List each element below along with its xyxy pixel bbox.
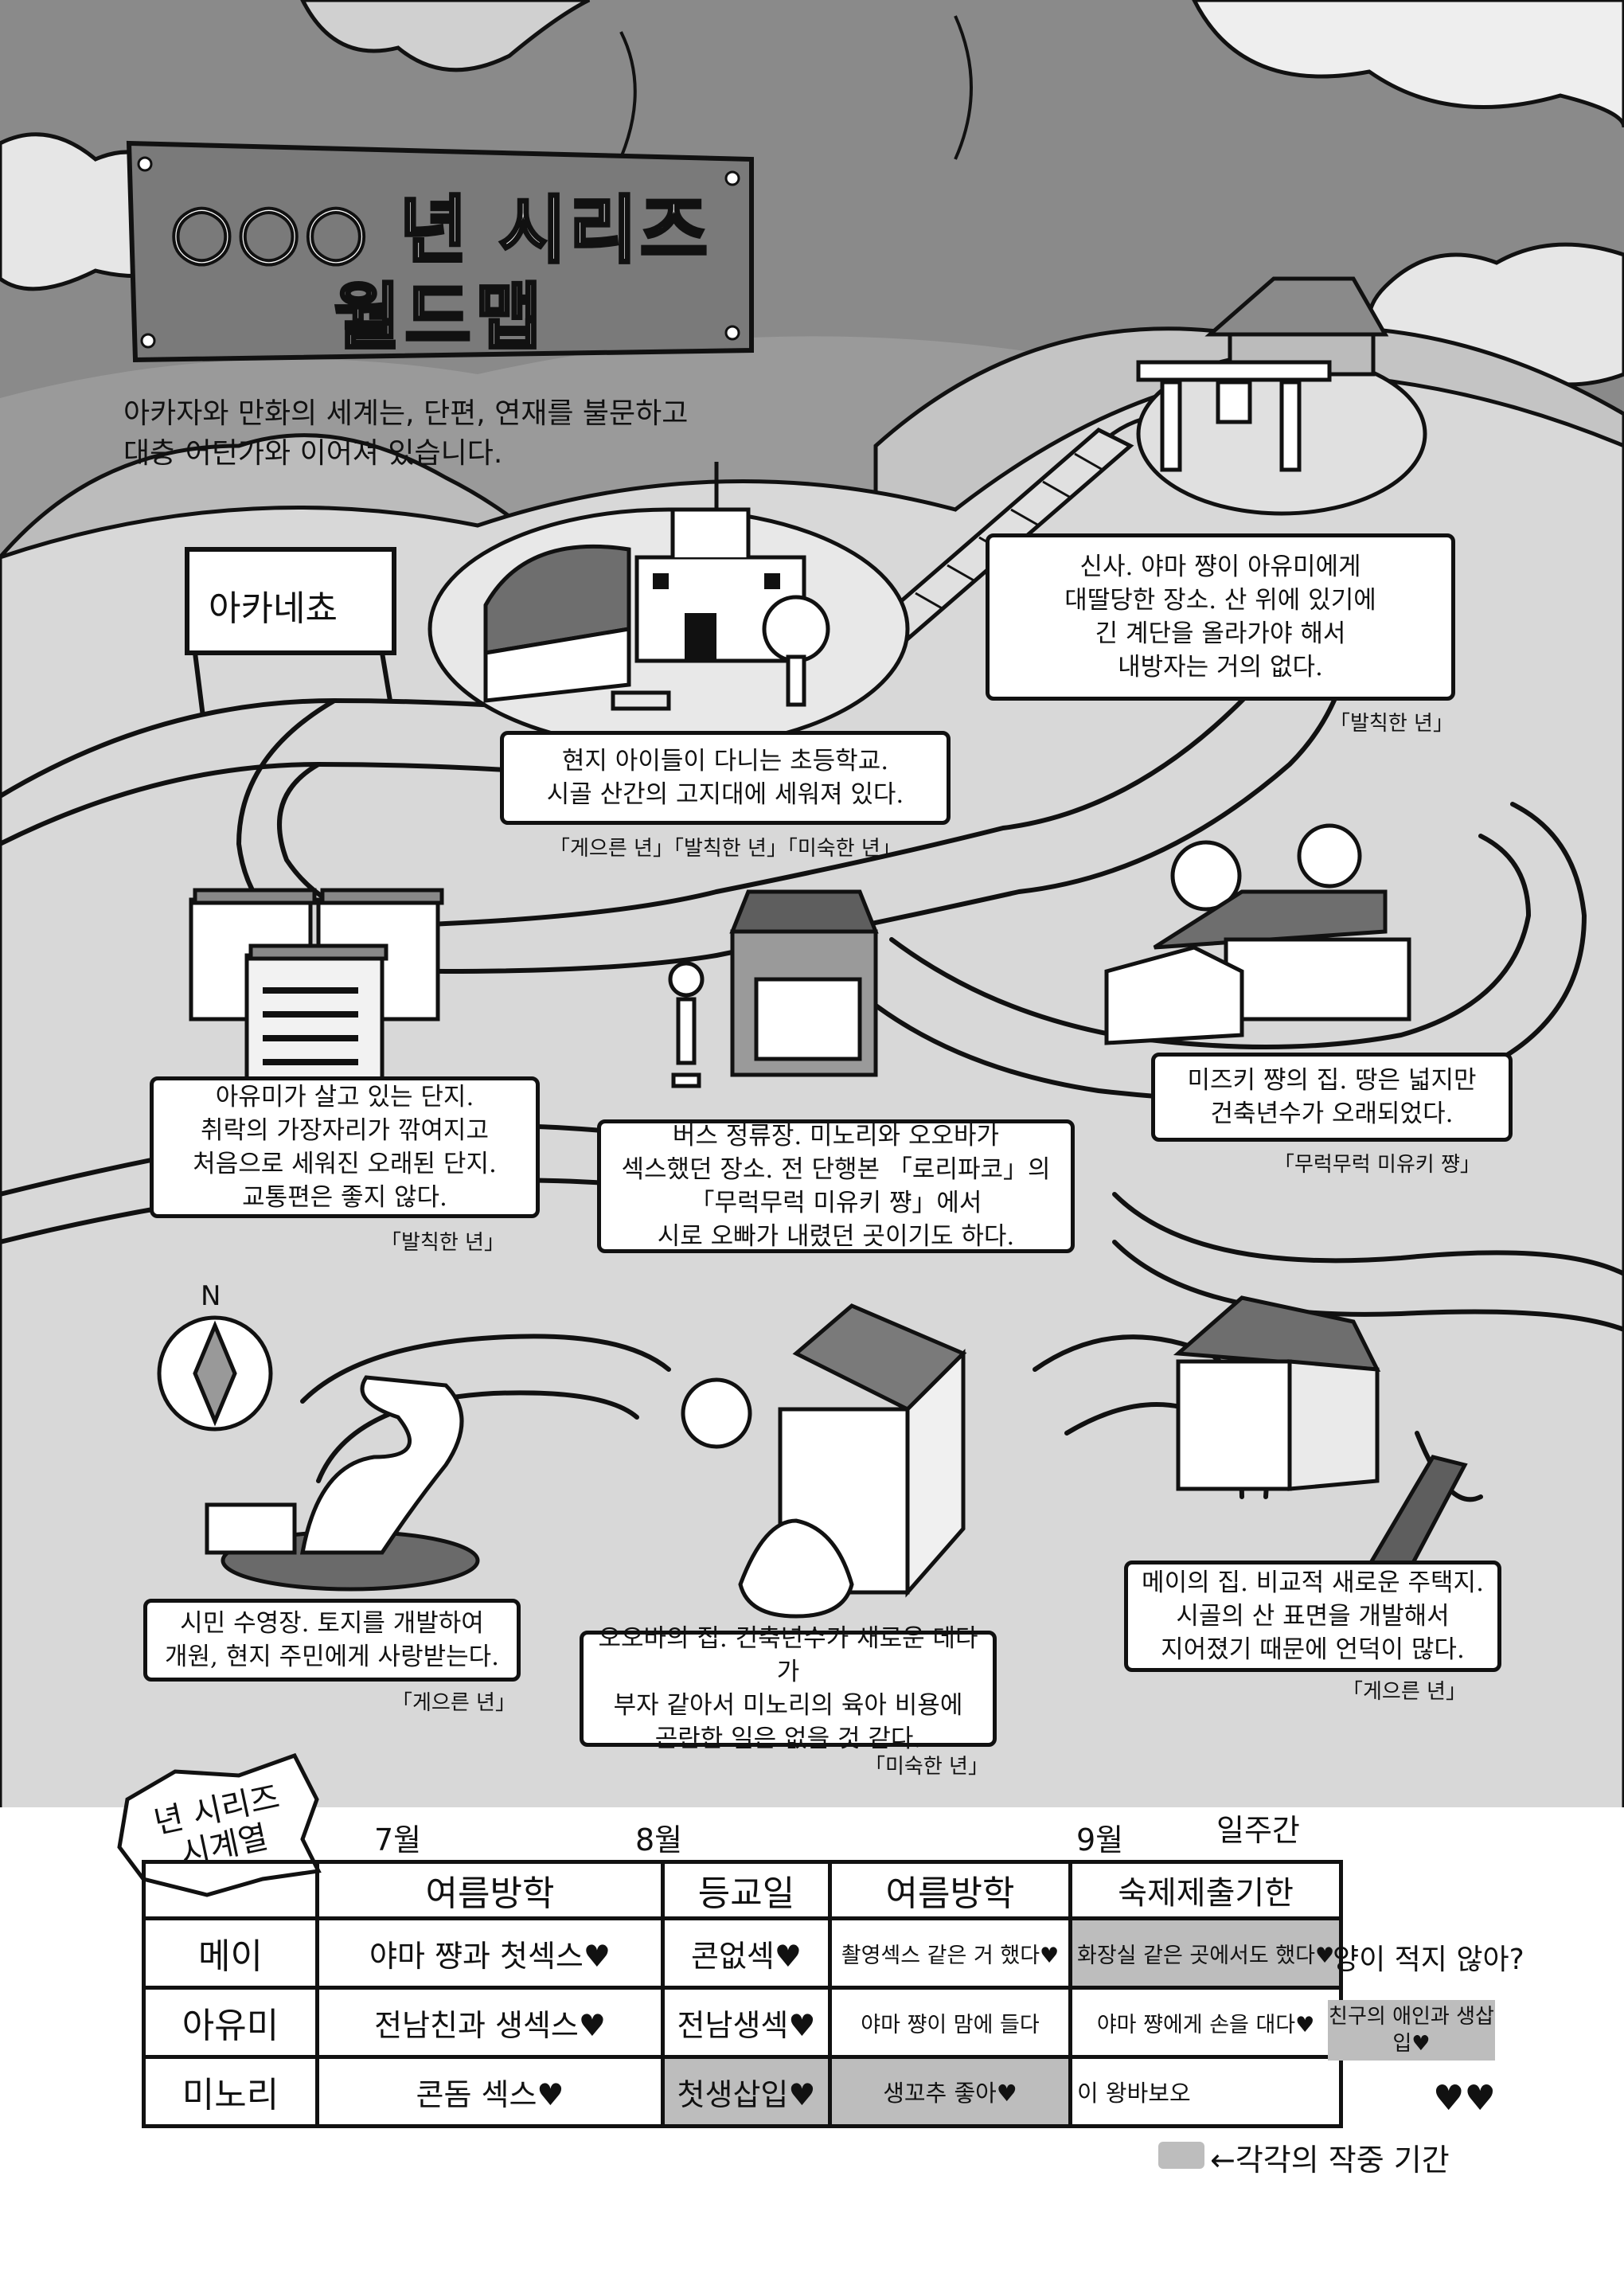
timeline-cell: 야마 쨩에게 손을 대다♥ [1068, 1986, 1344, 2059]
caption-line: 처음으로 세워진 오래된 단지. [193, 1150, 497, 1178]
caption-apartments: 아유미가 살고 있는 단지. 취락의 가장자리가 깎여지고 처음으로 세워진 오… [150, 1076, 540, 1218]
caption-line: 미즈키 쨩의 집. 땅은 넓지만 [1187, 1066, 1477, 1095]
timeline-cell: 야마 쨩과 첫섹스♥ [315, 1916, 665, 1990]
source-school: 「게으른 년」「발칙한 년」「미숙한 년」 [549, 837, 901, 861]
timeline-cell: 콘돔 섹스♥ [315, 2055, 665, 2128]
timeline-cell: 생꼬추 좋아♥ [828, 2055, 1072, 2128]
timeline-row-minori: 미노리 콘돔 섹스♥ 첫생삽입♥ 생꼬추 좋아♥ 이 왕바보오 [142, 2055, 1344, 2128]
caption-shrine: 신사. 야마 쨩이 아유미에게 대딸당한 장소. 산 위에 있기에 긴 계단을 … [986, 533, 1455, 701]
page-title-line1: ○○○ 년 시리즈 [168, 186, 711, 275]
timeline-cell: 첫생삽입♥ [661, 2055, 832, 2128]
source-ooba-house: 「미숙한 년」 [865, 1755, 989, 1779]
month-august: 8월 [635, 1822, 683, 1857]
caption-line: 현지 아이들이 다니는 초등학교. [561, 747, 889, 775]
character-name: 아유미 [142, 1986, 319, 2059]
caption-line: 시골 산간의 고지대에 세워져 있다. [546, 780, 904, 809]
caption-line: 아유미가 살고 있는 단지. [215, 1083, 474, 1111]
timeline-cell: 전남친과 생섹스♥ [315, 1986, 665, 2059]
caption-line: 버스 정류장. 미노리와 오오바가 [672, 1122, 1000, 1150]
timeline-cell: 촬영섹스 같은 거 했다♥ [828, 1916, 1072, 1990]
source-apartments: 「발칙한 년」 [381, 1231, 505, 1255]
caption-line: 개원, 현지 주민에게 사랑받는다. [164, 1643, 500, 1671]
caption-line: 대딸당한 장소. 산 위에 있기에 [1064, 586, 1376, 615]
caption-line: 내방자는 거의 없다. [1118, 653, 1323, 682]
town-sign [185, 547, 396, 717]
caption-line: 「무럭무럭 미유키 쨩」에서 [689, 1189, 982, 1217]
intro-text: 아카자와 만화의 세계는, 단편, 연재를 불문하고 대충 어딘가와 이어져 있… [123, 394, 840, 474]
title-board [126, 140, 754, 363]
period-header: 여름방학 [315, 1860, 665, 1920]
source-shrine: 「발칙한 년」 [1329, 712, 1454, 736]
ooba-house [681, 1303, 967, 1619]
cloud-top-right [1192, 0, 1624, 128]
shrine-building [1136, 276, 1389, 472]
caption-ooba-house: 오오바의 집. 건축년수가 새로운 데다가 부자 같아서 미노리의 육아 비용에… [580, 1624, 997, 1753]
timeline-cell: 화장실 같은 곳에서도 했다♥ [1068, 1916, 1344, 1990]
timeline-table: 여름방학 등교일 여름방학 숙제제출기한 메이 야마 쨩과 첫섹스♥ 콘없섹♥ … [142, 1860, 1344, 2128]
source-mei-house: 「게으른 년」 [1342, 1680, 1466, 1704]
caption-line: 긴 계단을 올라가야 해서 [1095, 619, 1346, 648]
page-title-line2: 월드맵 [333, 274, 547, 361]
timeline-row-ayumi: 아유미 전남친과 생섹스♥ 전남생섹♥ 야마 쨩이 맘에 들다 야마 쨩에게 손… [142, 1986, 1344, 2059]
caption-line: 건축년수가 오래되었다. [1210, 1100, 1454, 1128]
caption-pool: 시민 수영장. 토지를 개발하여 개원, 현지 주민에게 사랑받는다. [143, 1599, 521, 1682]
timeline-corner-cell [142, 1860, 319, 1920]
caption-line: 신사. 야마 쨩이 아유미에게 [1079, 553, 1361, 581]
mizuki-house [1104, 823, 1411, 1045]
legend-text: ←각각의 작중 기간 [1210, 2143, 1450, 2178]
month-july: 7월 [374, 1822, 422, 1857]
caption-mei-house: 메이의 집. 비교적 새로운 주택지. 시골의 산 표면을 개발해서 지어졌기 … [1124, 1561, 1501, 1672]
caption-line: 섹스했던 장소. 전 단행본 「로리파코」의 [621, 1155, 1051, 1184]
source-mizuki-house: 「무럭무럭 미유키 쨩」 [1274, 1153, 1481, 1177]
timeline-cell: 전남생섹♥ [661, 1986, 832, 2059]
intro-line: 아카자와 만화의 세계는, 단편, 연재를 불문하고 [123, 397, 689, 430]
legend-swatch [1158, 2142, 1204, 2169]
caption-line: 오오바의 집. 건축년수가 새로운 데다가 [598, 1624, 978, 1686]
school-tree [762, 595, 830, 707]
caption-line: 시골의 산 표면을 개발해서 [1176, 1602, 1450, 1631]
month-september: 9월 [1076, 1822, 1124, 1857]
town-sign-label: 아카네쵸 [209, 588, 338, 629]
month-week: 일주간 [1216, 1813, 1300, 1848]
caption-line: 시민 수영장. 토지를 개발하여 [180, 1609, 484, 1638]
timeline-cell: 콘없섹♥ [661, 1916, 832, 1990]
ayumi-after-note: 친구의 애인과 생삽입♥ [1328, 2000, 1495, 2061]
minori-after-hearts: ♥♥ [1433, 2078, 1496, 2119]
cloud-top-left [300, 0, 591, 72]
caption-line: 부자 같아서 미노리의 육아 비용에 [613, 1691, 963, 1720]
intro-line: 대충 어딘가와 이어져 있습니다. [123, 437, 503, 470]
character-name: 미노리 [142, 2055, 319, 2128]
compass [157, 1315, 273, 1432]
caption-bus-stop: 버스 정류장. 미노리와 오오바가 섹스했던 장소. 전 단행본 「로리파코」의… [597, 1119, 1075, 1253]
mei-after-note: 양이 적지 않아? [1333, 1943, 1524, 1976]
period-header: 등교일 [661, 1860, 832, 1920]
pool [205, 1375, 480, 1592]
caption-line: 곤란한 일은 없을 것 같다. [654, 1725, 922, 1753]
timeline-header-row: 여름방학 등교일 여름방학 숙제제출기한 [142, 1860, 1344, 1920]
caption-line: 메이의 집. 비교적 새로운 주택지. [1142, 1568, 1484, 1597]
timeline-cell: 야마 쨩이 맘에 들다 [828, 1986, 1072, 2059]
caption-school: 현지 아이들이 다니는 초등학교. 시골 산간의 고지대에 세워져 있다. [500, 731, 951, 825]
period-header: 여름방학 [828, 1860, 1072, 1920]
caption-line: 교통편은 좋지 않다. [242, 1183, 447, 1212]
source-pool: 「게으른 년」 [392, 1691, 516, 1715]
caption-line: 지어졌기 때문에 언덕이 많다. [1161, 1635, 1465, 1664]
character-name: 메이 [142, 1916, 319, 1990]
caption-mizuki-house: 미즈키 쨩의 집. 땅은 넓지만 건축년수가 오래되었다. [1151, 1053, 1513, 1142]
compass-north-label: N [201, 1280, 221, 1312]
caption-line: 시로 오빠가 내렸던 곳이기도 하다. [657, 1222, 1015, 1251]
school-building [483, 462, 806, 711]
caption-line: 취락의 가장자리가 깎여지고 [201, 1116, 489, 1145]
bus-stop [668, 889, 879, 1088]
timeline-badge-shape [117, 1752, 322, 1897]
period-header: 숙제제출기한 [1068, 1860, 1344, 1920]
timeline-cell: 이 왕바보오 [1068, 2055, 1344, 2128]
timeline-row-mei: 메이 야마 쨩과 첫섹스♥ 콘없섹♥ 촬영섹스 같은 거 했다♥ 화장실 같은 … [142, 1916, 1344, 1990]
